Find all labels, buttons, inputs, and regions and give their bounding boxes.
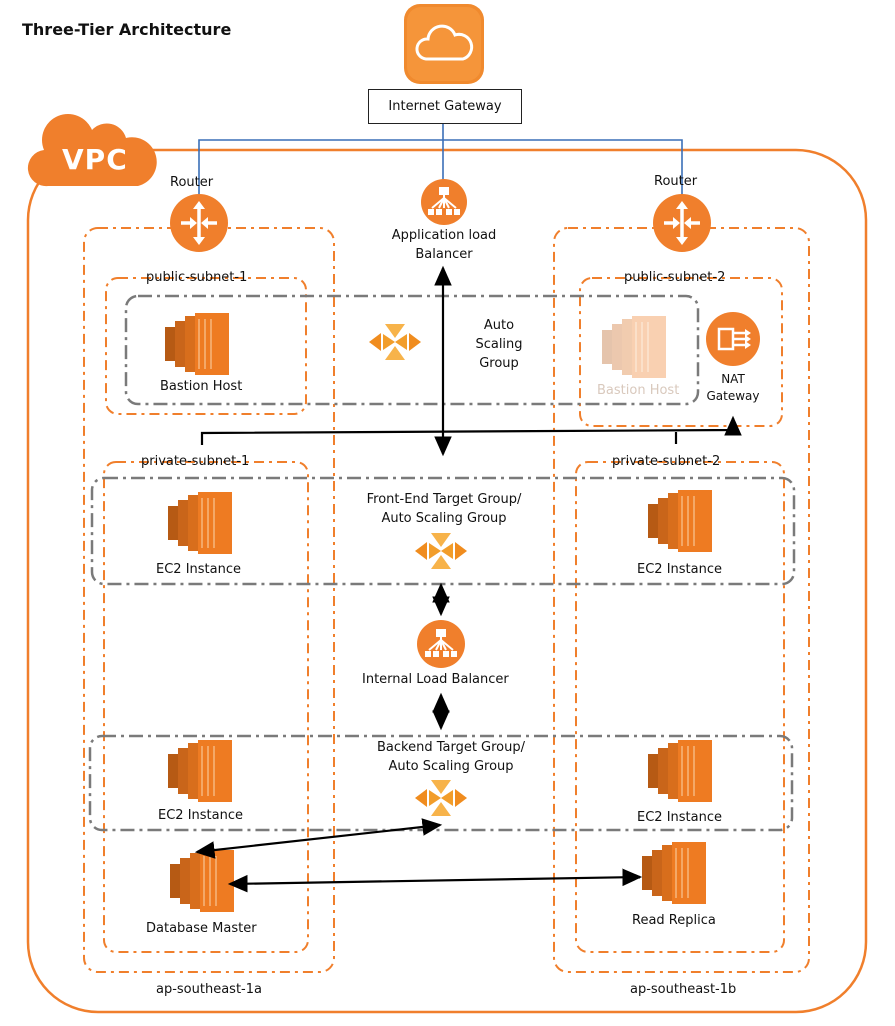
- private-subnet-2-box: [575, 461, 785, 953]
- private-subnet-1-box: [103, 461, 309, 953]
- router-right-label: Router: [654, 174, 698, 189]
- bastion-host-label: Bastion Host: [160, 379, 243, 394]
- az-right-label: ap-southeast-1b: [630, 982, 737, 997]
- auto-scaling-group-label: Auto Scaling Group: [475, 318, 523, 371]
- ec2-icon-bastion: [164, 312, 230, 376]
- public-subnet-2-label: public-subnet-2: [624, 270, 726, 285]
- public-subnet-1-box: [105, 277, 307, 415]
- internal-lb-label: Internal Load Balancer: [362, 672, 509, 687]
- ec2-icon-db-master: [169, 849, 235, 913]
- router-icon-left: [170, 194, 228, 252]
- frontend-group-label: Front-End Target Group/ Auto Scaling Gro…: [366, 492, 522, 526]
- auto-scaling-icon-frontend: [415, 533, 467, 569]
- private-subnet-1-label: private-subnet-1: [141, 454, 250, 469]
- nat-gateway-icon: [706, 312, 760, 366]
- backend-group-label: Backend Target Group/ Auto Scaling Group: [376, 740, 526, 774]
- bastion-host-faded-label: Bastion Host: [597, 383, 680, 398]
- ec2-back-left-label: EC2 Instance: [158, 808, 243, 823]
- vpc-cloud-icon: [27, 114, 157, 187]
- ec2-icon-front-right: [647, 489, 713, 553]
- ec2-icon-back-right: [647, 739, 713, 803]
- ec2-icon-bastion-faded: [601, 315, 667, 379]
- load-balancer-icon-internal: [417, 620, 465, 668]
- connectors: [194, 265, 742, 893]
- internet-gateway-label: Internet Gateway: [388, 99, 502, 114]
- ec2-front-right-label: EC2 Instance: [637, 562, 722, 577]
- internet-gateway-box: Internet Gateway: [368, 89, 522, 124]
- ec2-back-right-label: EC2 Instance: [637, 810, 722, 825]
- public-subnet-2-box: [579, 277, 783, 427]
- alb-label: Application load Balancer: [391, 228, 497, 262]
- az-left-box: [83, 227, 335, 973]
- cloud-icon: [404, 4, 484, 84]
- router-left-label: Router: [170, 175, 214, 190]
- private-subnet-2-label: private-subnet-2: [612, 454, 721, 469]
- bastion-asg-box: [124, 294, 700, 406]
- ec2-front-left-label: EC2 Instance: [156, 562, 241, 577]
- nat-gateway-label: NAT Gateway: [706, 372, 760, 403]
- load-balancer-icon-alb: [421, 179, 467, 225]
- az-left-label: ap-southeast-1a: [156, 982, 262, 997]
- db-master-label: Database Master: [146, 921, 257, 936]
- ec2-icon-read-replica: [641, 841, 707, 905]
- backend-asg-box: [88, 734, 794, 832]
- router-icon-right: [653, 194, 711, 252]
- diagram-title: Three-Tier Architecture: [22, 20, 232, 39]
- auto-scaling-icon-top: [369, 324, 421, 360]
- vpc-boundary: [26, 148, 868, 1014]
- vpc-label: VPC: [62, 143, 128, 176]
- auto-scaling-icon-backend: [415, 780, 467, 816]
- ec2-icon-front-left: [167, 491, 233, 555]
- az-right-box: [553, 227, 810, 973]
- read-replica-label: Read Replica: [632, 913, 716, 928]
- igw-links: [198, 123, 683, 196]
- public-subnet-1-label: public-subnet-1: [146, 270, 248, 285]
- ec2-icon-back-left: [167, 739, 233, 803]
